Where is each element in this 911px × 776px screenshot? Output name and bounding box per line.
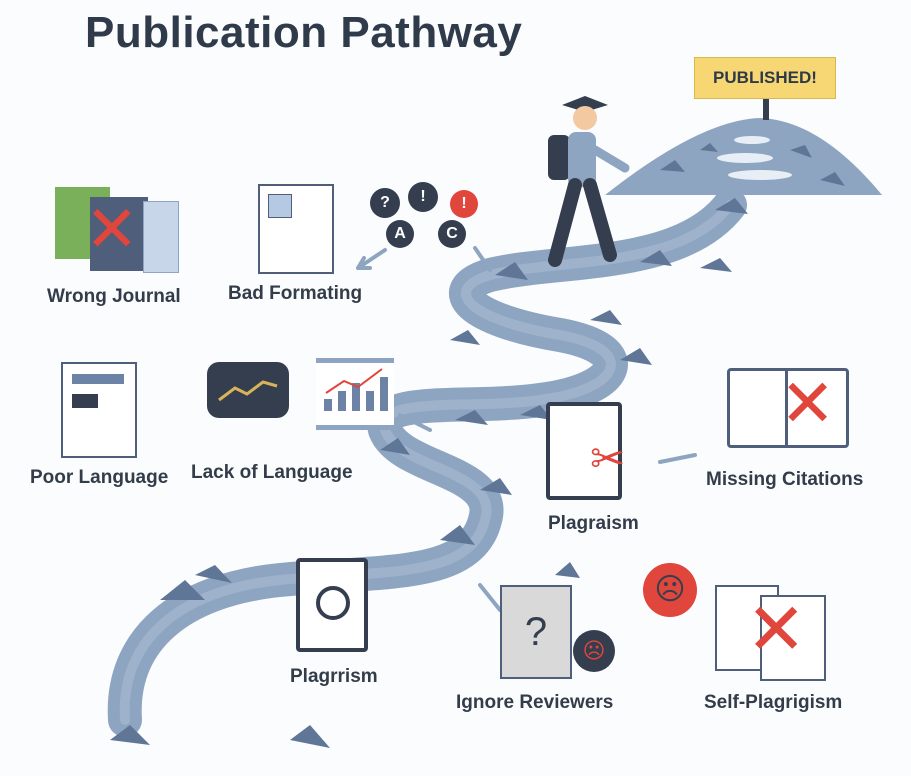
broken-document-icon	[258, 184, 334, 274]
confusion-bubbles-icon: ? ! ! A C	[370, 182, 482, 248]
road-rocks	[110, 198, 748, 748]
wrong-journal-icon: ✕	[55, 183, 185, 273]
cross-mark-icon: ✕	[746, 590, 807, 670]
angry-bubble-icon: ☹	[643, 563, 697, 617]
label-poor-language: Poor Language	[30, 467, 169, 488]
label-self-plagrigism: Self-Plagrigism	[704, 692, 843, 713]
label-plagraism: Plagraism	[548, 513, 639, 534]
graduate-hiker	[548, 96, 630, 267]
question-document-icon: ?	[500, 585, 572, 679]
document-copy-icon	[760, 595, 826, 681]
label-ignore-reviewers: Ignore Reviewers	[456, 692, 614, 713]
published-sign: PUBLISHED!	[694, 57, 836, 99]
clipboard-scissors-icon: ✂	[546, 402, 625, 500]
clipboard-magnifier-icon	[296, 558, 368, 652]
page-title: Publication Pathway	[85, 8, 523, 57]
document-icon	[61, 362, 137, 458]
label-bad-formating: Bad Formating	[228, 283, 363, 304]
bar-chart-icon	[316, 358, 394, 430]
pointer-arrows	[356, 246, 697, 612]
label-missing-citations: Missing Citations	[706, 469, 864, 490]
label-plagrrism: Plagrrism	[290, 666, 378, 687]
chat-chart-icon	[207, 362, 289, 418]
angry-face-icon: ☹	[573, 630, 615, 672]
hill-highlights	[717, 136, 792, 180]
crossed-book-icon: ✕	[727, 367, 849, 448]
label-wrong-journal: Wrong Journal	[47, 286, 181, 307]
label-lack-of-language: Lack of Language	[191, 462, 353, 483]
